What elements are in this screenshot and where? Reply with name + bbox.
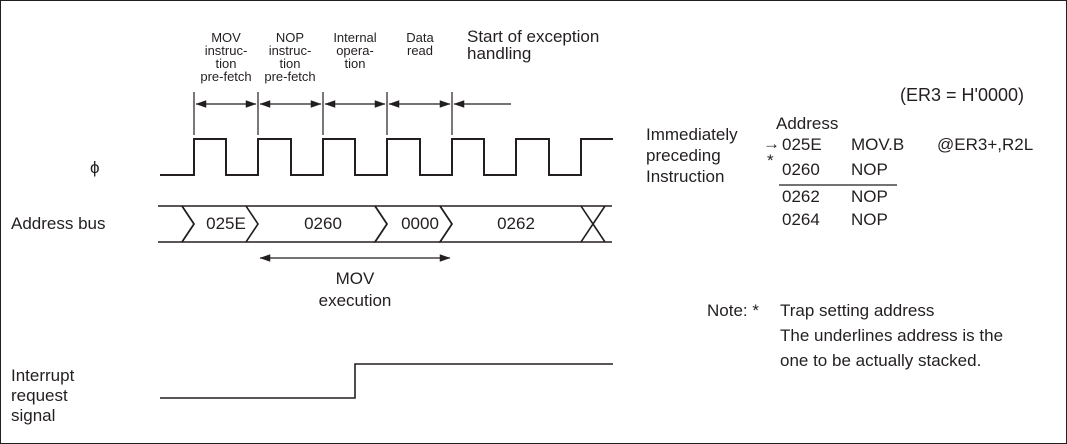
interrupt-request-waveform (160, 363, 613, 399)
note-line-3: one to be actually stacked. (780, 351, 982, 370)
arrow-marker: → (763, 134, 780, 153)
bus-value-0000: 0000 (401, 214, 439, 233)
trap-marker: * (767, 151, 774, 170)
bus-left-start (181, 223, 195, 243)
instruction-address: 0264 (782, 210, 820, 229)
immediately-preceding-label: Immediately preceding Instruction (646, 125, 738, 186)
bus-value-025E: 025E (206, 214, 246, 233)
note-prefix: Note: * (707, 301, 759, 320)
address-column-header: Address (776, 114, 839, 133)
phase-label-internal-operation: Internal opera- tion (333, 30, 377, 71)
bus-segment-025E (158, 205, 195, 243)
instruction-address: 025E (782, 135, 822, 154)
bus-left-start (181, 205, 195, 225)
phase-label-exception-start: Start of exception handling (467, 27, 600, 63)
instruction-mnemonic: NOP (851, 210, 888, 229)
address-bus-label: Address bus (11, 214, 106, 233)
instruction-mnemonic: NOP (851, 160, 888, 179)
note-line-2: The underlines address is the (780, 326, 1004, 345)
phi-clock-waveform (160, 138, 613, 176)
instruction-address: 0260 (782, 160, 820, 179)
instruction-operand: @ER3+,R2L (937, 135, 1034, 154)
instruction-mnemonic: MOV.B (851, 135, 905, 154)
bus-segment-tail (581, 205, 612, 243)
phase-label-data-read: Data read (406, 30, 434, 58)
phase-label-nop-prefetch: NOP instruc- tion pre-fetch (264, 30, 316, 84)
phase-boundary-lines (193, 92, 453, 135)
mov-execution-label: MOV execution (318, 269, 392, 310)
interrupt-request-label: Interrupt request signal (11, 366, 75, 425)
instruction-mnemonic: NOP (851, 187, 888, 206)
phi-signal-label: ϕ (90, 158, 100, 177)
bus-value-0260: 0260 (304, 214, 342, 233)
note-line-1: Trap setting address (780, 301, 935, 320)
instruction-address: 0262 (782, 187, 820, 206)
phase-label-mov-prefetch: MOV instruc- tion pre-fetch (200, 30, 252, 84)
er3-value-note: (ER3 = H'0000) (900, 85, 1024, 105)
bus-value-0262: 0262 (497, 214, 535, 233)
